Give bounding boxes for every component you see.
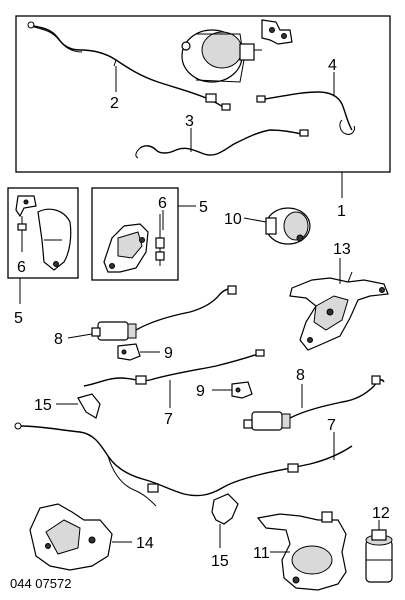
callout-15-left: 15 — [34, 397, 52, 414]
wire-harness-7-lower — [14, 422, 353, 507]
callout-8-upper: 8 — [54, 331, 63, 348]
callout-9-upper: 9 — [164, 345, 173, 362]
wire-harness-4 — [256, 91, 355, 135]
wire-harness-2 — [27, 21, 231, 111]
wire-harness-3 — [135, 129, 309, 159]
diagram-reference-code: 044 07572 — [10, 576, 71, 591]
callout-11: 11 — [253, 545, 270, 562]
bracket-top-right — [261, 19, 293, 45]
callout-15-bottom: 15 — [211, 553, 229, 570]
callout-6-right: 6 — [158, 195, 167, 212]
sensor-bracket-right — [103, 214, 165, 273]
assembly-frame-top — [15, 15, 391, 173]
sensor-part-9-upper — [117, 343, 141, 361]
motor-part-10 — [265, 207, 311, 245]
sensor-bracket-left — [15, 195, 72, 271]
assembly-frame-right — [91, 187, 179, 281]
bracket-part-13 — [289, 271, 389, 351]
vacuum-pump-part — [181, 29, 262, 83]
sensor-part-9-lower — [231, 381, 253, 399]
callout-5-left: 5 — [14, 310, 23, 327]
callout-10: 10 — [224, 211, 242, 228]
callout-12: 12 — [372, 505, 390, 522]
callout-3: 3 — [185, 113, 194, 130]
callout-7-upper: 7 — [164, 411, 173, 428]
clip-part-15-bottom — [211, 493, 239, 525]
callout-2: 2 — [110, 95, 119, 112]
bracket-part-15-left — [77, 393, 101, 419]
leader-8-upper — [67, 333, 93, 339]
callout-8-lower: 8 — [296, 367, 305, 384]
wire-harness-7-upper — [83, 349, 265, 387]
pump-part-11 — [256, 511, 347, 591]
actuator-part-8-lower — [243, 375, 385, 431]
callout-14: 14 — [136, 535, 154, 552]
callout-5-right: 5 — [199, 199, 208, 216]
canister-part-12 — [365, 529, 393, 583]
callout-1: 1 — [337, 203, 346, 220]
actuator-part-8-upper — [91, 285, 237, 341]
callout-6-left: 6 — [17, 259, 26, 276]
callout-13: 13 — [333, 241, 351, 258]
callout-7-lower: 7 — [327, 417, 336, 434]
leader-10 — [243, 217, 267, 223]
callout-9-lower: 9 — [196, 383, 205, 400]
assembly-frame-left — [7, 187, 79, 279]
callout-4: 4 — [328, 57, 337, 74]
bracket-part-14 — [29, 503, 113, 571]
